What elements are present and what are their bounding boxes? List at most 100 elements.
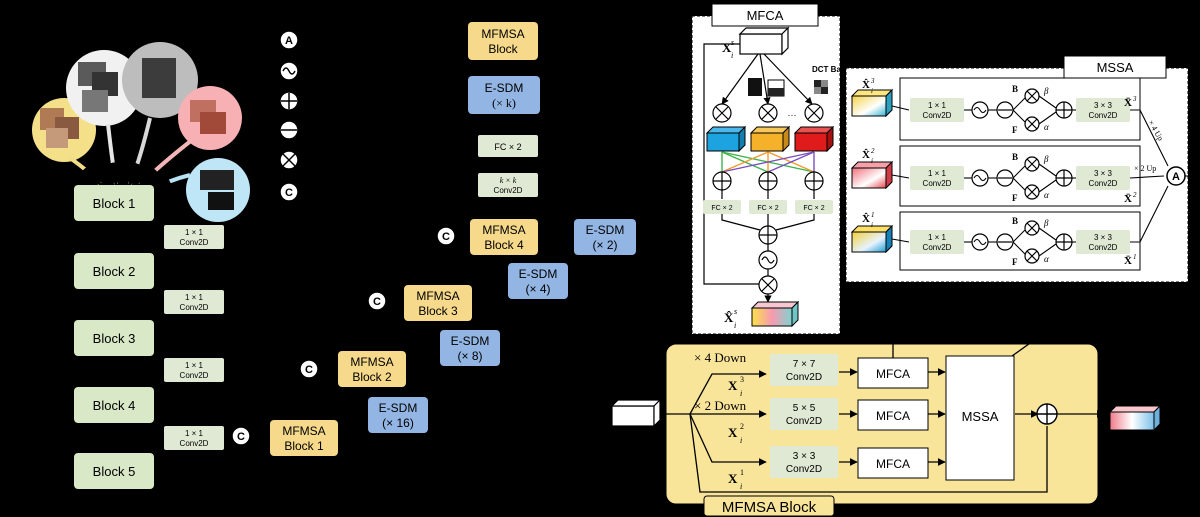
decoder-mfmsa-2: MFMSA Block 2: [338, 351, 406, 387]
block-conv-5x5: 5 × 5 Conv2D: [770, 398, 838, 430]
block-mfca-2: MFCA: [857, 399, 929, 431]
svg-text:7 × 7: 7 × 7: [793, 359, 816, 370]
svg-text:C: C: [285, 187, 293, 199]
mfca-panel: MFCA X s i DCT Basis ···: [691, 3, 853, 335]
svg-text:A: A: [1172, 171, 1180, 183]
encoder-block-5: Block 5: [74, 453, 154, 489]
add-icon: [279, 91, 299, 111]
svg-text:2: 2: [871, 147, 875, 155]
decoder-esdm-4: E-SDM (× 4): [508, 263, 568, 299]
svg-text:i: i: [731, 51, 733, 60]
svg-text:Block 4: Block 4: [484, 238, 524, 252]
sigmoid-icon: [279, 61, 299, 81]
svg-text:X: X: [728, 471, 738, 486]
svg-text:F: F: [1012, 257, 1018, 267]
block-input-tensor: [610, 398, 662, 428]
attention-symbol: A: [279, 30, 299, 50]
dct-label: DCT Basis: [812, 65, 853, 74]
svg-text:i: i: [734, 321, 736, 330]
svg-text:i: i: [740, 482, 742, 491]
svg-text:A: A: [285, 35, 293, 47]
block-label: Block 5: [93, 464, 136, 479]
svg-text:MFCA: MFCA: [876, 367, 910, 381]
svg-text:Conv2D: Conv2D: [1089, 111, 1118, 120]
svg-text:X̂: X̂: [862, 212, 870, 225]
decoder-mfmsa-3: MFMSA Block 3: [404, 285, 472, 321]
decoder-mfmsa-4: MFMSA Block 4: [470, 219, 538, 255]
svg-text:i: i: [871, 221, 873, 229]
svg-text:E-SDM: E-SDM: [379, 401, 418, 415]
svg-text:Conv2D: Conv2D: [180, 303, 209, 312]
svg-text:FC × 2: FC × 2: [757, 205, 778, 212]
concat-node-3: C: [367, 291, 387, 311]
svg-text:X̄: X̄: [1124, 255, 1132, 267]
svg-text:1 × 1: 1 × 1: [928, 101, 947, 110]
thumbnail-arrows: [68, 117, 194, 192]
decoder: MFMSA Block 4 MFMSA Block 3 MFMSA Block …: [231, 219, 636, 456]
key-fc: FC × 2: [478, 135, 538, 157]
svg-text:1 × 1: 1 × 1: [928, 169, 947, 178]
svg-text:5 × 5: 5 × 5: [793, 403, 816, 414]
block-label: Block 1: [93, 196, 136, 211]
mfca-multiply-row: [712, 103, 824, 123]
concat-nodes: C C C C: [231, 226, 456, 446]
svg-text:1: 1: [1133, 253, 1137, 261]
mfca-feature-blocks: [705, 125, 835, 153]
block-add-node: [1036, 403, 1058, 425]
svg-text:FC × 2: FC × 2: [494, 142, 521, 152]
svg-text:1 × 1: 1 × 1: [185, 361, 204, 370]
block-conv-7x7: 7 × 7 Conv2D: [770, 354, 838, 386]
mfmsa-block-title: MFMSA Block: [722, 499, 817, 516]
block-label: Block 2: [93, 264, 136, 279]
svg-text:MFMSA: MFMSA: [481, 27, 524, 41]
svg-text:E-SDM: E-SDM: [451, 334, 490, 348]
svg-text:× 2 Down: × 2 Down: [694, 398, 747, 413]
svg-text:X: X: [722, 40, 732, 55]
svg-text:α: α: [1044, 122, 1049, 132]
svg-text:C: C: [442, 231, 450, 243]
svg-text:Conv2D: Conv2D: [1089, 179, 1118, 188]
svg-text:FC × 2: FC × 2: [711, 205, 732, 212]
decoder-mfmsa-1: MFMSA Block 1: [270, 420, 338, 456]
block-output-tensor: [1108, 404, 1162, 432]
mssa-row-1: X̂ 1 i 1 × 1 Conv2D B F β α 3 × 3 Conv2D…: [850, 211, 1137, 267]
svg-text:i: i: [740, 389, 742, 398]
svg-text:α: α: [1044, 190, 1049, 200]
multiply-icon: [279, 150, 299, 170]
svg-text:X: X: [728, 425, 738, 440]
svg-text:3 × 3: 3 × 3: [1094, 101, 1113, 110]
svg-text:X̂: X̂: [862, 148, 870, 161]
svg-text:(× k): (× k): [492, 96, 516, 110]
concat-node-4: C: [436, 226, 456, 246]
encoder-block-4: Block 4: [74, 387, 154, 423]
svg-text:MFMSA: MFMSA: [350, 355, 393, 369]
block-label: Block 4: [93, 398, 136, 413]
block-conv-3x3: 3 × 3 Conv2D: [770, 446, 838, 478]
svg-text:× 2 Up: × 2 Up: [1134, 164, 1156, 173]
svg-text:β: β: [1043, 154, 1049, 164]
svg-text:X̄: X̄: [1124, 97, 1132, 109]
svg-text:1 × 1: 1 × 1: [185, 228, 204, 237]
svg-text:s: s: [734, 307, 737, 316]
mssa-row-2: X̂ 2 i 1 × 1 Conv2D B F β α 3 × 3 Conv2D…: [850, 147, 1137, 205]
svg-text:Block 2: Block 2: [352, 370, 392, 384]
svg-text:E-SDM: E-SDM: [519, 267, 558, 281]
key-boxes: MFMSA Block E-SDM (× k) FC × 2 k × k Con…: [468, 22, 540, 197]
svg-text:F: F: [1012, 193, 1018, 203]
skip-convs: 1 × 1 Conv2D 1 × 1 Conv2D 1 × 1 Conv2D 1…: [164, 225, 224, 450]
svg-text:MSSA: MSSA: [962, 409, 999, 424]
svg-text:s: s: [731, 38, 734, 47]
svg-text:Conv2D: Conv2D: [180, 238, 209, 247]
svg-text:3: 3: [1132, 95, 1137, 103]
svg-text:X: X: [728, 378, 738, 393]
key-kk-conv: k × k Conv2D: [478, 173, 538, 197]
svg-text:Block: Block: [488, 42, 518, 56]
block-mfca-3: MFCA: [857, 447, 929, 479]
svg-text:Conv2D: Conv2D: [1089, 243, 1118, 252]
svg-text:Conv2D: Conv2D: [494, 186, 523, 195]
block-mfca-1: MFCA: [857, 357, 929, 389]
svg-text:Conv2D: Conv2D: [180, 439, 209, 448]
svg-text:3 × 3: 3 × 3: [793, 451, 816, 462]
concat-node-2: C: [299, 359, 319, 379]
svg-text:3 × 3: 3 × 3: [1094, 233, 1113, 242]
